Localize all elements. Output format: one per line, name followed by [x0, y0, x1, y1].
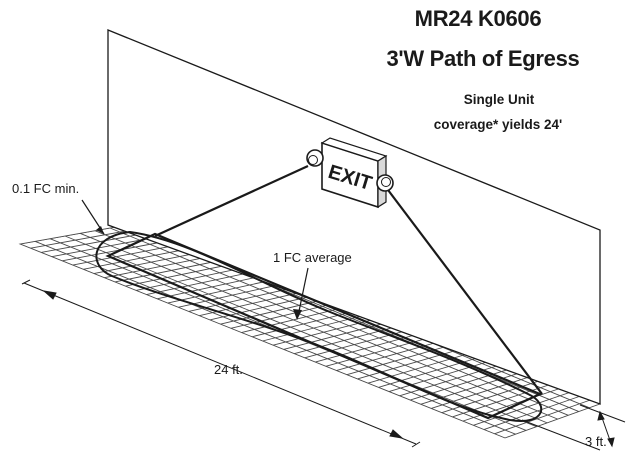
- path-title: 3'W Path of Egress: [387, 46, 580, 71]
- grid-line: [346, 343, 456, 376]
- grid-line: [473, 391, 572, 426]
- coverage-outline-min: [95, 230, 543, 422]
- dimension-width: [521, 404, 626, 451]
- grid-line: [283, 319, 397, 350]
- grid-line: [388, 359, 494, 393]
- lamp-head-right: [376, 174, 394, 192]
- lamp-head-left: [306, 149, 324, 167]
- length-label: 24 ft.: [214, 362, 243, 377]
- min-pointer-arrowhead: [96, 226, 104, 234]
- grid-line: [409, 367, 514, 401]
- grid-line: [452, 383, 552, 418]
- grid-line: [420, 371, 523, 405]
- coverage-note-line2: coverage* yields 24': [434, 117, 563, 132]
- grid-line: [431, 375, 533, 409]
- grid-line: [336, 339, 446, 371]
- average-pointer-arrowhead: [293, 309, 302, 320]
- grid-line: [399, 363, 504, 397]
- grid-line: [272, 315, 388, 346]
- model-title: MR24 K0606: [415, 6, 542, 31]
- average-pointer: [297, 267, 309, 317]
- average-label: 1 FC average: [273, 250, 352, 265]
- beam-right: [384, 185, 543, 395]
- grid-line: [315, 331, 426, 363]
- grid-line: [462, 387, 562, 422]
- grid-line: [304, 327, 417, 359]
- exit-sign: EXIT: [306, 137, 394, 209]
- grid-line: [378, 355, 485, 388]
- grid-line: [325, 335, 436, 367]
- grid-line: [294, 323, 407, 355]
- grid-line: [367, 351, 475, 384]
- dimension-length: [21, 279, 421, 448]
- min-label: 0.1 FC min.: [12, 181, 79, 196]
- coverage-note-line1: Single Unit: [464, 92, 535, 107]
- beam-left: [154, 164, 309, 238]
- grid-line: [357, 347, 465, 380]
- back-wall: [107, 29, 601, 405]
- grid-line: [262, 311, 378, 342]
- grid-line: [483, 395, 581, 430]
- grid-line: [441, 379, 543, 414]
- width-label: 3 ft.: [585, 434, 607, 449]
- grid-line: [494, 399, 591, 435]
